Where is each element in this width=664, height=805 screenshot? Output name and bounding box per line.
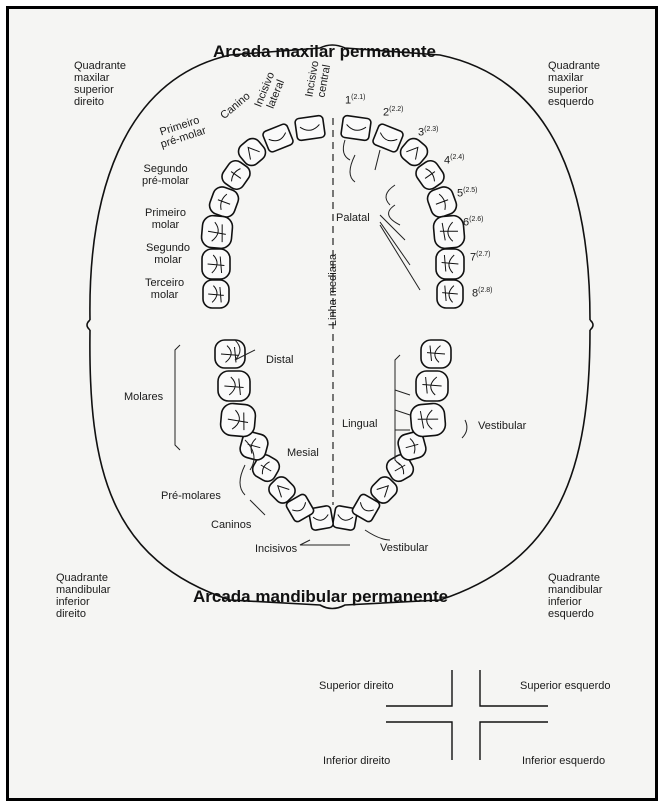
tooth-number-2: 2(2.2) — [383, 104, 404, 119]
label-vestibular-right: Vestibular — [478, 420, 526, 432]
label-incisivos: Incisivos — [255, 543, 297, 555]
upper-central-incisor-l — [341, 115, 372, 141]
label-caninos: Caninos — [211, 519, 251, 531]
upper-molar1-l — [433, 215, 466, 249]
lower-molar3-r — [215, 340, 245, 368]
upper-molar2-l — [436, 249, 464, 279]
quadrant-lower-left: Quadrante mandibular inferior esquerdo — [548, 572, 602, 620]
upper-molar3-r — [203, 280, 229, 308]
label-segundo-molar: Segundo molar — [146, 242, 190, 266]
label-palatal: Palatal — [336, 212, 370, 224]
upper-molar1-r — [201, 215, 234, 249]
lower-molar2-r — [218, 371, 250, 401]
tooth-number-6: 6(2.6) — [463, 214, 484, 229]
label-pre-molares: Pré-molares — [161, 490, 221, 502]
label-segundo-pre-molar: Segundo pré-molar — [142, 163, 189, 187]
legend-superior-direito: Superior direito — [319, 680, 394, 692]
maxilar-title: Arcada maxilar permanente — [213, 42, 436, 62]
tooth-number-1: 1(2.1) — [345, 92, 366, 107]
legend-inferior-direito: Inferior direito — [323, 755, 390, 767]
quadrant-upper-left: Quadrante maxilar superior esquerdo — [548, 60, 600, 108]
tooth-number-4: 4(2.4) — [444, 152, 465, 167]
label-terceiro-molar: Terceiro molar — [145, 277, 184, 301]
lower-molar3-l — [421, 340, 451, 368]
lower-molar2-l — [416, 371, 448, 401]
tooth-number-3: 3(2.3) — [418, 124, 439, 139]
tooth-number-8: 8(2.8) — [472, 285, 493, 300]
upper-central-incisor-r — [295, 115, 326, 141]
mandibular-title: Arcada mandibular permanente — [193, 587, 448, 607]
legend-inferior-esquerdo: Inferior esquerdo — [522, 755, 605, 767]
lower-molar1-r — [220, 403, 257, 438]
label-lingual: Lingual — [342, 418, 377, 430]
label-primeiro-molar: Primeiro molar — [145, 207, 186, 231]
quadrant-upper-right: Quadrante maxilar superior direito — [74, 60, 126, 108]
upper-lateral-incisor-l — [372, 123, 404, 153]
label-distal: Distal — [266, 354, 294, 366]
label-vestibular-bottom: Vestibular — [380, 542, 428, 554]
label-mesial: Mesial — [287, 447, 319, 459]
upper-molar2-r — [202, 249, 230, 279]
label-molares: Molares — [124, 391, 163, 403]
label-linha-mediana: Linha mediana — [327, 254, 339, 326]
legend-superior-esquerdo: Superior esquerdo — [520, 680, 611, 692]
quadrant-lower-right: Quadrante mandibular inferior direito — [56, 572, 110, 620]
upper-lateral-incisor-r — [262, 123, 294, 153]
tooth-number-7: 7(2.7) — [470, 249, 491, 264]
upper-molar3-l — [437, 280, 463, 308]
tooth-number-5: 5(2.5) — [457, 185, 478, 200]
lower-molar1-l — [410, 403, 447, 438]
